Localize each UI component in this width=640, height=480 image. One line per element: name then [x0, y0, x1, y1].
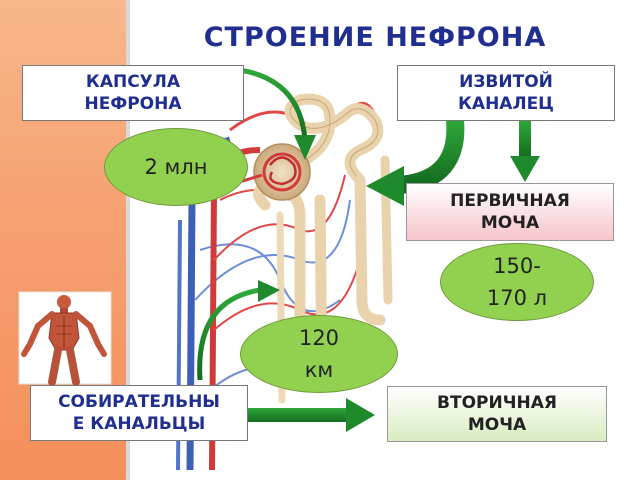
- arrow-capsule-to-glomerulus: [239, 67, 316, 160]
- tubule-length-bubble: 120 км: [240, 315, 398, 393]
- side-band-divider: [126, 0, 130, 480]
- human-muscle-figure: [18, 291, 112, 386]
- page-title: СТРОЕНИЕ НЕФРОНА: [203, 22, 547, 53]
- tubule-label: ИЗВИТОЙ КАНАЛЕЦ: [397, 65, 615, 121]
- primary-urine-label: ПЕРВИЧНАЯ МОЧА: [406, 183, 614, 241]
- collecting-ducts-label: СОБИРАТЕЛЬНЫ Е КАНАЛЬЦЫ: [30, 385, 248, 441]
- secondary-urine-label: ВТОРИЧНАЯ МОЧА: [387, 386, 607, 442]
- arrow-collecting-to-secondary-urine: [248, 398, 375, 432]
- primary-volume-bubble: 150- 170 л: [440, 243, 594, 321]
- arrow-collecting-to-nephron: [197, 280, 280, 381]
- capsule-label: КАПСУЛА НЕФРОНА: [22, 65, 244, 121]
- nephron-count-bubble: 2 млн: [104, 128, 248, 206]
- arrow-tubule-to-primary-urine: [510, 120, 540, 182]
